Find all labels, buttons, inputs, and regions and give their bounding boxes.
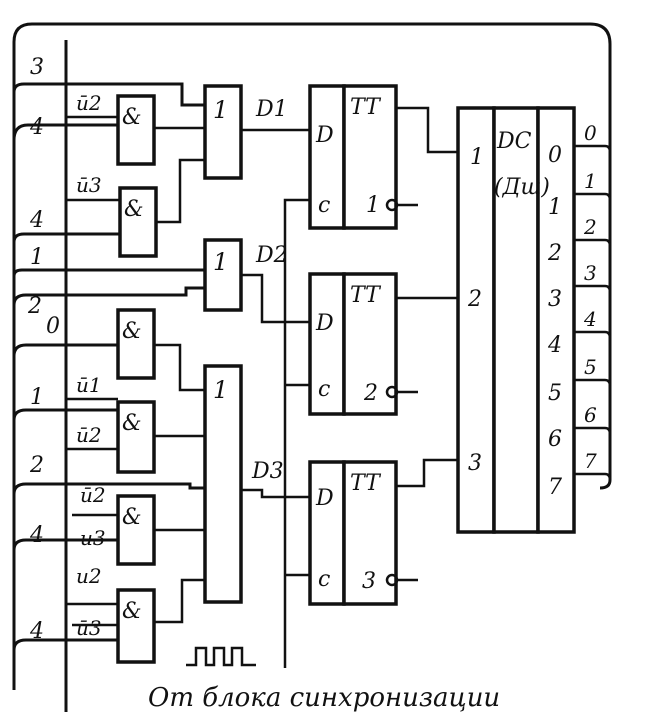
right-label: 0	[584, 121, 597, 145]
decoder-input: 2	[467, 287, 482, 312]
svg-text:TT: TT	[350, 95, 382, 120]
left-label: 2	[29, 453, 44, 478]
and-gate-3: &	[116, 308, 156, 380]
and-gate-5: &	[116, 494, 156, 566]
svg-text:1: 1	[366, 193, 380, 218]
right-labels: 0 1 2 3 4 5 6 7	[583, 121, 597, 473]
d-label-3: D3	[251, 459, 284, 484]
left-label: 1	[30, 385, 44, 410]
decoder-output: 2	[547, 241, 562, 266]
decoder-output: 5	[548, 381, 562, 406]
d-label-2: D2	[255, 243, 288, 268]
left-label: 4	[29, 115, 44, 140]
flipflop-1: D c TT 1	[308, 84, 418, 230]
svg-text:D: D	[315, 311, 334, 336]
svg-text:1: 1	[213, 248, 228, 276]
input-label: ū2	[76, 91, 102, 115]
right-label: 6	[584, 403, 597, 427]
decoder-input: 1	[470, 145, 484, 170]
and-gate-4: &	[116, 400, 156, 474]
left-label: 2	[27, 294, 42, 319]
decoder-output: 0	[548, 143, 562, 168]
and-gate-6: &	[116, 588, 156, 664]
svg-text:1: 1	[213, 376, 228, 404]
right-label: 3	[584, 261, 597, 285]
caption: От блока синхронизации	[148, 683, 500, 713]
decoder-title: DC	[496, 129, 532, 154]
d-labels: D1 D2 D3	[251, 97, 288, 484]
svg-text:TT: TT	[350, 283, 382, 308]
input-label: ū3	[76, 616, 102, 640]
input-label: u2	[76, 564, 102, 588]
right-label: 1	[584, 169, 597, 193]
or-gate-3: 1	[203, 364, 243, 604]
and-input-wires	[66, 115, 120, 627]
svg-text:TT: TT	[350, 471, 382, 496]
decoder-output: 1	[548, 195, 562, 220]
and-gates: & & & & & &	[116, 94, 158, 664]
right-label: 7	[584, 449, 597, 473]
svg-text:&: &	[124, 197, 144, 222]
clock-pulse-icon	[186, 646, 256, 667]
right-label: 5	[584, 355, 597, 379]
decoder-output: 4	[547, 333, 562, 358]
svg-text:3: 3	[362, 569, 376, 594]
d-label-1: D1	[255, 97, 288, 122]
svg-text:2: 2	[363, 381, 378, 406]
flipflop-3: D c TT 3	[308, 460, 418, 606]
left-label: 3	[30, 55, 44, 80]
or-gate-2: 1	[203, 238, 243, 312]
svg-text:c: c	[318, 377, 330, 402]
input-label: ū1	[76, 373, 102, 397]
svg-text:D: D	[315, 123, 334, 148]
and-gate-2: &	[118, 186, 158, 258]
left-label: 4	[29, 208, 44, 233]
left-label: 4	[29, 619, 44, 644]
right-label: 4	[583, 307, 597, 331]
feedback-bus	[12, 22, 612, 690]
decoder-output: 6	[548, 427, 562, 452]
svg-text:c: c	[318, 567, 330, 592]
input-labels: ū2 ū3 ū1 ū2 ū2 u3 u2 ū3	[76, 91, 106, 640]
decoder-input: 3	[468, 451, 482, 476]
svg-text:&: &	[122, 319, 142, 344]
svg-text:D: D	[315, 486, 334, 511]
right-label: 2	[583, 215, 597, 239]
decoder: DC (Дш) 1 2 3 0 1 2 3 4 5 6 7	[456, 106, 576, 534]
feedback-taps	[12, 82, 205, 651]
input-label: u3	[80, 526, 106, 550]
left-label: 4	[29, 523, 44, 548]
svg-text:&: &	[122, 599, 142, 624]
left-labels: 3 4 4 1 2 0 1 2 4 4	[27, 55, 60, 644]
or-gate-1: 1	[203, 84, 243, 180]
ff-to-dc-wires	[396, 106, 458, 488]
svg-text:&: &	[122, 105, 142, 130]
input-label: ū2	[80, 483, 106, 507]
svg-text:&: &	[122, 411, 142, 436]
and-gate-1: &	[116, 94, 156, 166]
decoder-output: 3	[548, 287, 562, 312]
svg-text:1: 1	[213, 96, 228, 124]
left-label: 1	[30, 245, 44, 270]
decoder-subtitle: (Дш)	[494, 175, 550, 200]
svg-text:&: &	[122, 505, 142, 530]
clock-line	[283, 198, 310, 668]
left-label: 0	[46, 314, 60, 339]
decoder-output: 7	[548, 475, 562, 500]
and-to-or-wires	[154, 126, 205, 624]
svg-text:c: c	[318, 193, 330, 218]
decoder-outputs	[574, 144, 612, 481]
flipflop-2: D c TT 2	[308, 272, 418, 416]
input-label: ū3	[76, 173, 102, 197]
or-gates: 1 1 1	[203, 84, 243, 604]
or-to-ff-wires	[241, 128, 310, 499]
input-label: ū2	[76, 423, 102, 447]
